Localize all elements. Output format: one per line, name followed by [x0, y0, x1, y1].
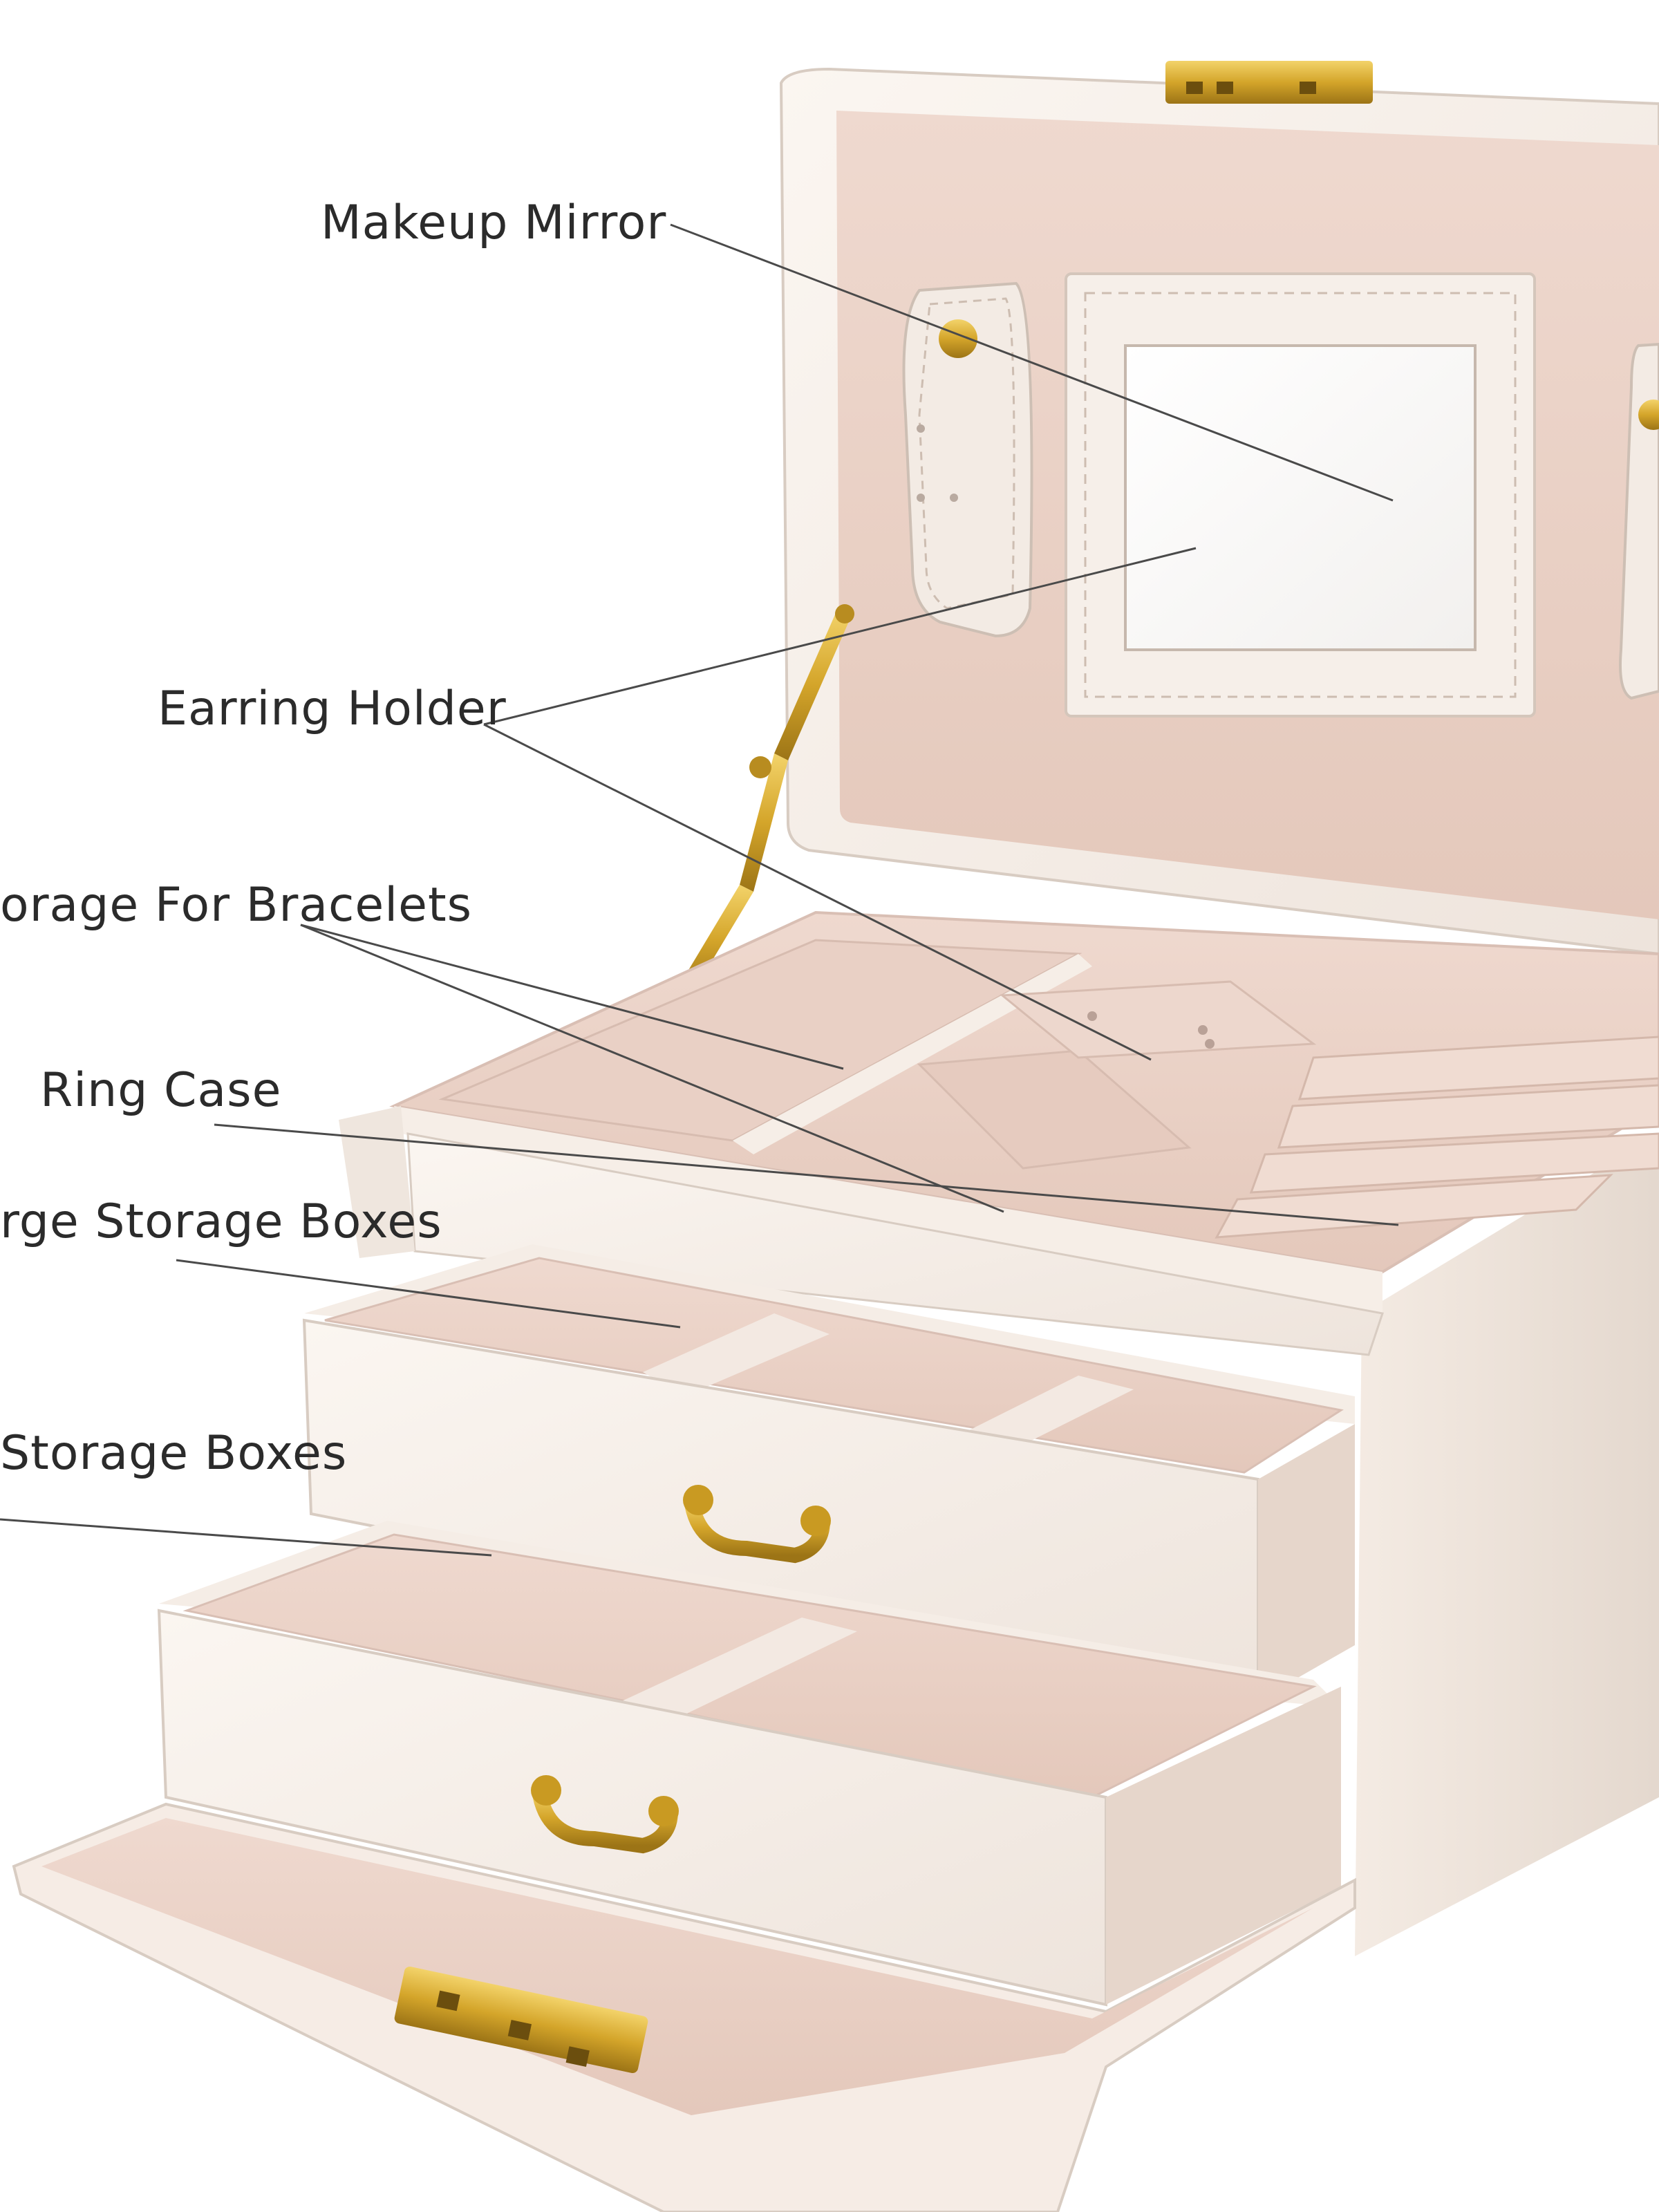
label-storage-for-bracelets: orage For Bracelets [0, 878, 472, 932]
label-large-storage-boxes: rge Storage Boxes [0, 1194, 442, 1249]
bottom-drawer-handle[interactable] [531, 1775, 679, 1854]
makeup-mirror [1065, 272, 1536, 718]
earring-strap-right [1619, 342, 1659, 700]
leader-lines [0, 223, 1399, 1557]
bottom-drawer[interactable] [157, 1521, 1341, 2007]
box-side [1355, 1134, 1659, 1956]
label-storage-boxes: Storage Boxes [0, 1426, 347, 1481]
middle-drawer[interactable] [302, 1244, 1355, 1703]
ring-case [1215, 1035, 1659, 1239]
label-ring-case: Ring Case [40, 1063, 281, 1118]
snap-button-icon [939, 319, 977, 358]
middle-drawer-handle[interactable] [683, 1485, 831, 1564]
earring-holder-slots [1000, 980, 1317, 1059]
front-lock [394, 1966, 648, 2074]
earring-strap-left [902, 281, 1033, 638]
top-tray [389, 910, 1659, 1356]
front-flap [12, 1802, 1356, 2212]
label-makeup-mirror: Makeup Mirror [321, 196, 666, 250]
label-earring-holder: Earring Holder [158, 682, 507, 736]
